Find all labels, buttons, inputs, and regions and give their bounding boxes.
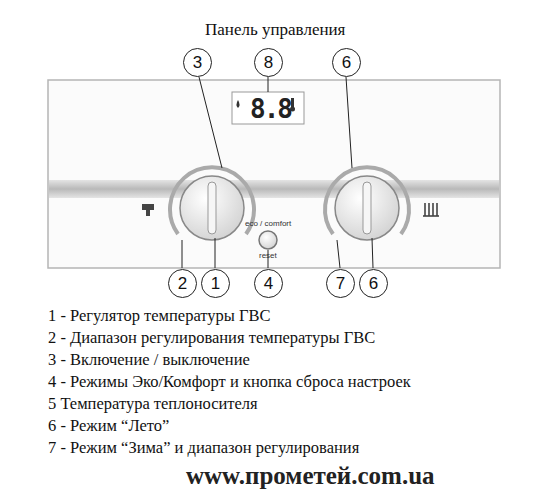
radiator-icon xyxy=(423,203,439,216)
tap-icon xyxy=(142,204,154,216)
legend-line: 1 - Регулятор температуры ГВС xyxy=(48,306,271,326)
legend-line: 2 - Диапазон регулирования температуры Г… xyxy=(48,328,375,348)
watermark: www.прометей.com.ua xyxy=(186,462,435,490)
callout-circle: 2 xyxy=(168,269,197,298)
callout-number: 6 xyxy=(342,54,351,71)
callout-number: 4 xyxy=(264,275,273,292)
callout-circle: 3 xyxy=(183,48,212,77)
diagram-title: Панель управления xyxy=(205,20,345,40)
callout-circle: 6 xyxy=(332,48,361,77)
legend-line: 6 - Режим “Лето” xyxy=(48,416,169,436)
callout-circle: 7 xyxy=(326,269,355,298)
legend-line: 4 - Режимы Эко/Комфорт и кнопка сброса н… xyxy=(48,372,411,392)
callout-circle: 8 xyxy=(254,48,283,77)
callout-number: 7 xyxy=(336,275,345,292)
legend-line: 5 Температура теплоносителя xyxy=(48,394,258,414)
callout-number: 6 xyxy=(369,275,378,292)
knob-grip xyxy=(363,182,371,234)
lcd-display xyxy=(232,92,304,124)
thermometer-icon xyxy=(291,98,294,107)
eco-reset-button xyxy=(259,231,277,249)
callout-number: 1 xyxy=(211,275,220,292)
legend-line: 3 - Включение / выключение xyxy=(48,350,250,370)
button-label: reset xyxy=(259,251,277,260)
knob-grip xyxy=(208,182,216,234)
callout-number: 8 xyxy=(264,54,273,71)
heating-knob xyxy=(335,176,399,240)
display-digits: 8.8 xyxy=(250,94,291,124)
callout-circle: 4 xyxy=(254,269,283,298)
panel-band xyxy=(49,180,499,198)
flame-icon xyxy=(237,100,240,108)
callout-number: 3 xyxy=(193,54,202,71)
dhw-knob xyxy=(180,176,244,240)
callout-circle: 6 xyxy=(359,269,388,298)
callout-number: 2 xyxy=(178,275,187,292)
callout-circle: 1 xyxy=(201,269,230,298)
panel-housing xyxy=(48,80,500,268)
leader-lines xyxy=(182,77,373,268)
button-label: eco / comfort xyxy=(245,219,291,228)
legend-line: 7 - Режим “Зима” и диапазон регулировани… xyxy=(48,438,359,458)
